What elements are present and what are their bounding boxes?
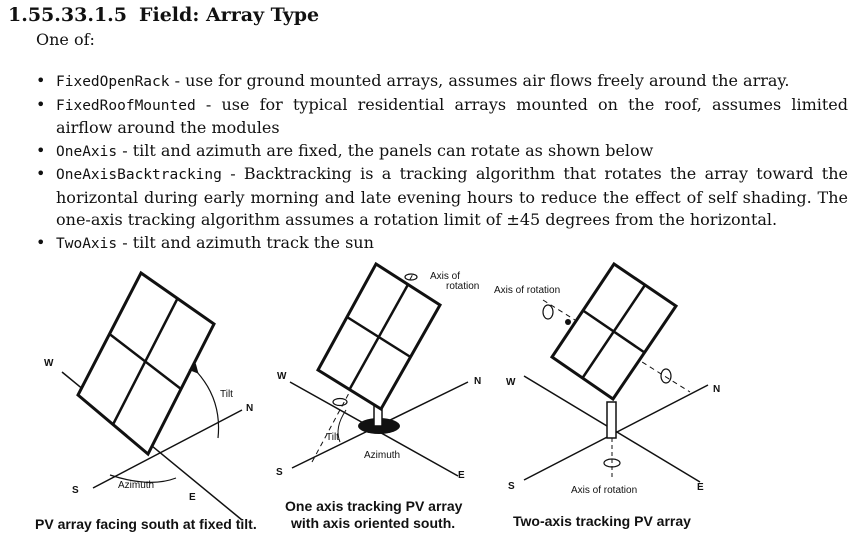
option-two-axis: • TwoAxis - tilt and azimuth track the su…: [36, 232, 848, 256]
south-label: S: [72, 485, 79, 496]
rotation-arrow-icon: [660, 368, 672, 384]
section-number: 1.55.33.1.5: [8, 4, 128, 26]
bullet: •: [36, 94, 46, 114]
one-axis-diagram: Axis of rotation Tilt Azimuth W N S E On…: [276, 261, 481, 531]
axis-bottom-label: Axis of rotation: [571, 485, 637, 496]
option-description: - tilt and azimuth track the sun: [117, 232, 374, 252]
azimuth-label: Azimuth: [118, 480, 154, 491]
option-code: OneAxis: [56, 143, 118, 160]
fixed-caption: PV array facing south at fixed tilt.: [35, 516, 257, 532]
two-axis-caption: Two-axis tracking PV array: [513, 513, 691, 529]
north-label: N: [713, 384, 720, 395]
axis-top-label: Axis of rotation: [494, 285, 560, 296]
axis-label-line2: rotation: [446, 281, 479, 292]
pivot-point: [565, 319, 571, 325]
mount-post: [606, 401, 617, 439]
option-fixed-roof-mounted: • FixedRoofMounted - use for typical resi…: [36, 94, 848, 140]
rotation-arrow-icon: [603, 458, 621, 468]
bullet: •: [36, 232, 46, 252]
rotation-arrow-icon: [542, 304, 554, 320]
bullet: •: [36, 140, 46, 160]
rotation-arrow-icon: [404, 273, 418, 281]
east-label: E: [697, 482, 704, 493]
option-code: OneAxisBacktracking: [56, 167, 222, 183]
option-code: FixedOpenRack: [56, 74, 170, 90]
south-north-axis: [92, 409, 243, 489]
one-axis-caption-line2: with axis oriented south.: [290, 515, 455, 531]
option-description: - use for typical residential arrays mou…: [56, 94, 848, 138]
panel-divider: [581, 284, 647, 379]
tilt-arc: [337, 409, 347, 443]
tilt-arc: [188, 363, 220, 439]
intro-text: One of:: [36, 30, 95, 49]
west-label: W: [506, 377, 516, 388]
array-type-options: • FixedOpenRack - use for ground mounted …: [36, 70, 848, 255]
option-code: FixedRoofMounted: [56, 97, 196, 114]
bullet: •: [36, 71, 46, 90]
west-label: W: [277, 371, 287, 382]
north-label: N: [474, 376, 481, 387]
one-axis-caption-line1: One axis tracking PV array: [285, 498, 463, 514]
azimuth-arc: [109, 474, 177, 483]
option-code: TwoAxis: [56, 235, 118, 252]
axis-label-line1: Axis of: [430, 271, 460, 282]
two-axis-diagram: Axis of rotation Axis of rotation W N S …: [494, 261, 720, 529]
option-one-axis-backtracking: • OneAxisBacktracking - Backtracking is a…: [36, 163, 848, 232]
azimuth-label: Azimuth: [364, 450, 400, 461]
rotation-arrow-icon: [332, 397, 348, 407]
option-description: - use for ground mounted arrays, assumes…: [169, 71, 790, 90]
option-fixed-open-rack: • FixedOpenRack - use for ground mounted …: [36, 70, 848, 94]
south-label: S: [508, 481, 515, 492]
east-label: E: [189, 492, 196, 503]
panel-divider: [348, 283, 410, 391]
section-heading: 1.55.33.1.5 Field: Array Type: [8, 4, 319, 26]
section-title: Field: Array Type: [139, 4, 320, 26]
tracking-figure: Tilt Azimuth W N S E PV array facing sou…: [35, 261, 720, 532]
tilt-label: Tilt: [220, 389, 233, 400]
option-description: - Backtracking is a tracking algorithm t…: [56, 164, 848, 229]
option-description: - tilt and azimuth are fixed, the panels…: [117, 140, 654, 160]
panel-divider: [111, 297, 179, 426]
fixed-tilt-diagram: Tilt Azimuth W N S E PV array facing sou…: [35, 270, 257, 532]
west-label: W: [44, 358, 54, 369]
south-label: S: [276, 467, 283, 478]
option-one-axis: • OneAxis - tilt and azimuth are fixed, t…: [36, 140, 848, 164]
north-label: N: [246, 403, 253, 414]
rotation-axis-line: [542, 299, 691, 393]
east-label: E: [458, 470, 465, 481]
tilt-label: Tilt: [326, 432, 339, 443]
bullet: •: [36, 164, 46, 183]
